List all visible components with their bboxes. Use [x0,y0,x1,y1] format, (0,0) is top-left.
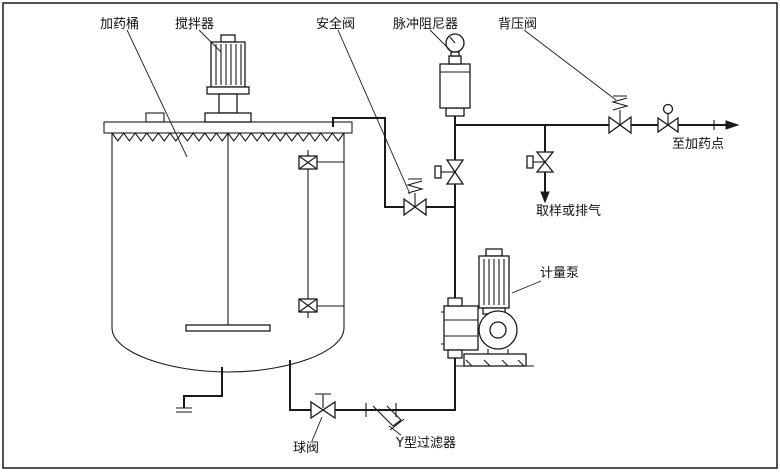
safety-valve-left-wedge [403,197,417,217]
pump-casing-inner [489,321,507,339]
ball-valve-left-wedge [310,400,325,420]
leader-lines [126,29,617,442]
outlet-valve-symbol [657,103,679,134]
outlet-valve-left-wedge [657,116,670,134]
damper-body [439,63,471,109]
agitator-stand [218,93,238,114]
label-y-strainer: Y型过滤器 [395,436,456,451]
sampling-valve-handle [526,155,534,169]
suction-pipe [289,358,456,411]
tank-dished-bottom [111,327,345,373]
gauge-needle [449,36,456,44]
ball-valve-handle [315,393,331,408]
pump-motor-fins [483,259,505,305]
ball-valve-right-wedge [321,400,336,420]
outlet-valve-right-wedge [666,116,679,134]
agitator-base-plate [204,112,252,123]
strainer-leg [372,405,405,431]
sampling-valve-top-wedge [535,151,555,164]
pump-suction-flange [447,349,463,359]
damper-neck [448,55,462,65]
agitator [185,34,271,332]
agitator-motor-flange [206,86,250,95]
leader-y-strainer [388,425,402,436]
pump-head [443,305,479,351]
drain-pipe [183,367,223,408]
pump-head-detail [441,311,478,345]
label-sampling-or-vent: 取样或排气 [536,203,601,219]
leader-safety-valve [337,29,411,195]
agitator-impeller [185,324,271,332]
labels: 加药桶 搅拌器 安全阀 脉冲阻尼器 背压阀 至加药点 取样或排气 计量泵 球阀 … [100,16,724,456]
safety-valve-symbol [403,178,427,217]
label-to-dosing-point: 至加药点 [672,137,724,152]
level-gauge-bottom-cross [298,298,318,313]
safety-return-pipe [332,117,455,208]
agitator-motor-fins [215,44,242,85]
tank-lid-nozzle [145,112,165,123]
level-gauge-connectors [317,161,344,307]
ball-valve-symbol [310,393,336,420]
label-ball-valve: 球阀 [293,441,319,456]
riser-valve-symbol [434,159,465,185]
level-gauge-top-cross [298,155,318,170]
riser-valve-top-wedge [445,159,465,174]
leader-dosing-tank [126,29,188,158]
pump-supports [487,349,509,354]
bpv-spring [610,95,630,125]
down-arrow-icon [540,191,550,204]
bpv-left-wedge [608,115,622,135]
pump-motor-cap [485,248,503,257]
back-pressure-valve-symbol [608,95,632,135]
bpv-right-wedge [618,115,632,135]
label-metering-pump: 计量泵 [540,266,579,281]
leader-metering-pump [511,280,542,294]
tank-drain [176,367,223,413]
pump-discharge-flange [447,297,463,307]
level-gauge [298,150,344,318]
label-dosing-tank: 加药桶 [100,17,139,32]
pump-base-hatch [456,359,534,367]
label-pulse-damper: 脉冲阻尼器 [393,17,458,32]
metering-pump [441,248,534,367]
agitator-motor-cap [220,34,236,43]
y-strainer-symbol [365,403,405,431]
piping [289,116,736,411]
pulse-damper [439,33,471,117]
safety-valve-right-wedge [413,197,427,217]
leader-agitator [198,29,222,53]
sampling-valve-symbol [526,151,555,204]
outlet-valve-handwheel [662,103,674,115]
sampling-valve-bottom-wedge [535,160,555,173]
riser-valve-handle [434,165,442,179]
safety-valve-spring [405,178,425,207]
pump-base [463,353,527,367]
label-safety-valve: 安全阀 [316,16,355,32]
leader-ball-valve [311,416,323,442]
leader-back-pressure-valve [523,29,617,101]
drain-flange [176,407,192,413]
agitator-motor-body [210,41,246,88]
label-back-pressure-valve: 背压阀 [498,17,537,32]
damper-bottom-flange [445,107,465,117]
leader-pulse-damper [429,29,451,51]
riser-valve-bottom-wedge [445,170,465,185]
label-agitator: 搅拌器 [175,16,214,32]
right-arrow-icon [725,120,740,130]
